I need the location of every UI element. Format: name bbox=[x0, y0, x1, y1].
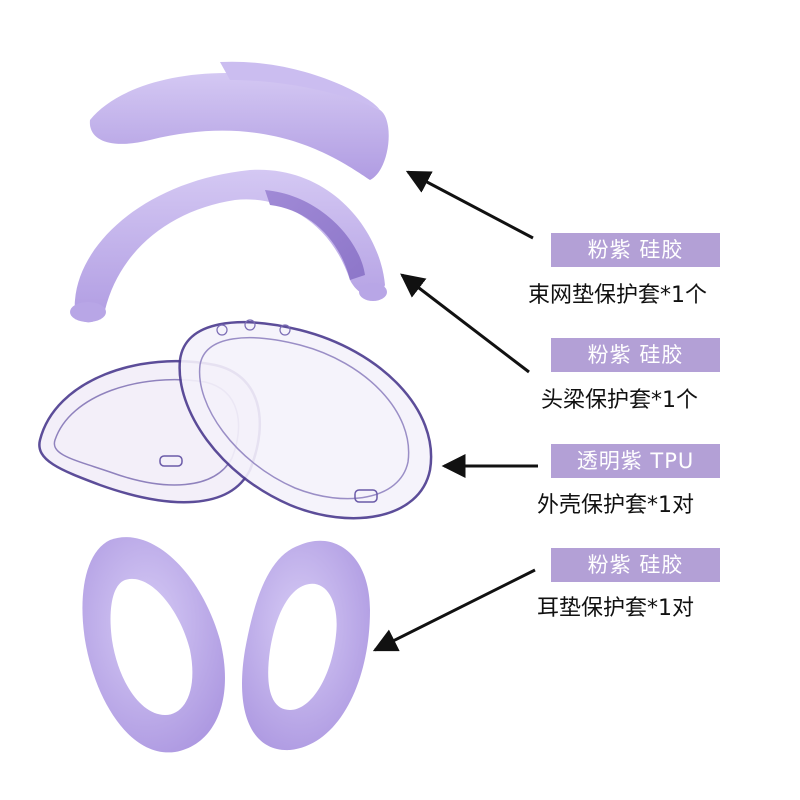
arrow-4 bbox=[372, 568, 536, 652]
label-tag-1: 粉紫 硅胶 bbox=[551, 233, 720, 267]
mesh-cushion-cover bbox=[89, 61, 389, 180]
headband-cover bbox=[70, 169, 387, 323]
label-desc-4: 耳垫保护套*1对 bbox=[537, 596, 694, 621]
label-tag-2: 粉紫 硅胶 bbox=[551, 338, 720, 372]
label-desc-1: 束网垫保护套*1个 bbox=[528, 283, 707, 308]
tpu-shell-right bbox=[178, 319, 433, 520]
arrow-1 bbox=[405, 170, 534, 240]
label-tag-3: 透明紫 TPU bbox=[551, 444, 720, 478]
ear-cushion-cover-right bbox=[242, 540, 370, 751]
label-desc-3: 外壳保护套*1对 bbox=[537, 493, 694, 518]
label-tag-4: 粉紫 硅胶 bbox=[551, 548, 720, 582]
pointer-arrows bbox=[372, 170, 538, 652]
ear-cushion-cover-left bbox=[82, 537, 225, 753]
label-desc-2: 头梁保护套*1个 bbox=[541, 388, 698, 413]
arrow-2 bbox=[400, 273, 530, 374]
